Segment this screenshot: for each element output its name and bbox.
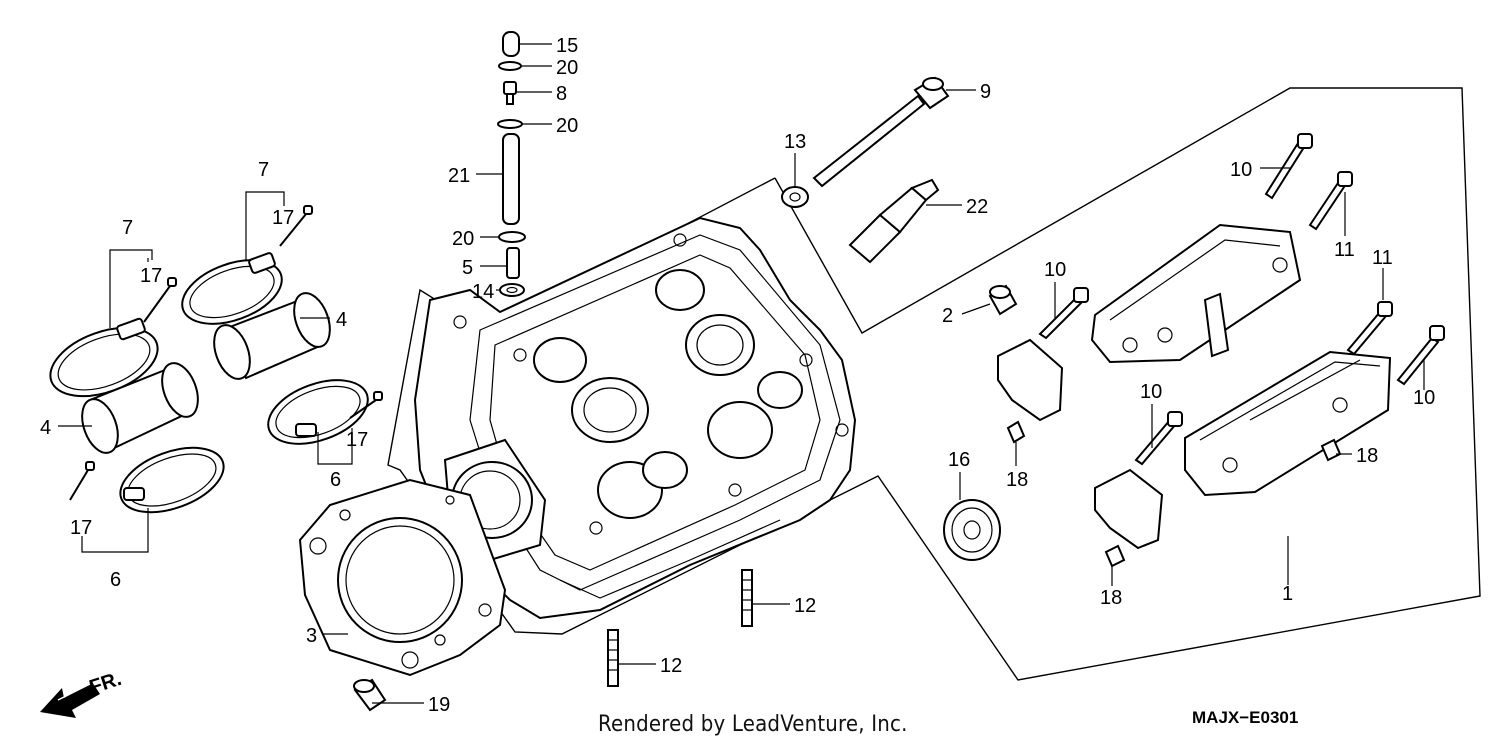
dowel-2 bbox=[988, 284, 1018, 316]
bolt-10c bbox=[1396, 325, 1445, 386]
callout-10: 10 bbox=[1044, 259, 1066, 281]
callout-13: 13 bbox=[784, 131, 806, 153]
hose-clamp-6b bbox=[267, 379, 369, 445]
callout-11: 11 bbox=[1334, 239, 1355, 261]
washer-13 bbox=[781, 186, 809, 208]
callout-2: 2 bbox=[942, 305, 953, 327]
front-marker-label: FR. bbox=[87, 668, 124, 699]
bolt-10b bbox=[1038, 287, 1089, 340]
cylinder-head-assembly-outline bbox=[387, 87, 1481, 681]
callout-3: 3 bbox=[306, 625, 317, 647]
bolt-8 bbox=[503, 81, 517, 105]
callout-7: 7 bbox=[122, 217, 133, 239]
callout-labels: 15 20 8 20 21 20 5 14 9 13 22 10 11 10 2… bbox=[40, 35, 1435, 716]
bolt-9 bbox=[812, 76, 950, 188]
camshaft-holder-lower bbox=[1184, 350, 1392, 497]
callout-10: 10 bbox=[1140, 381, 1162, 403]
hose-clamp-7b bbox=[181, 252, 283, 325]
callout-5: 5 bbox=[462, 257, 473, 279]
callout-14: 14 bbox=[472, 281, 494, 303]
callout-10: 10 bbox=[1230, 159, 1252, 181]
callout-18: 18 bbox=[1356, 445, 1378, 467]
washer-14 bbox=[499, 283, 525, 297]
callout-22: 22 bbox=[966, 196, 988, 218]
callout-12: 12 bbox=[660, 655, 682, 677]
render-credit: Rendered by LeadVenture, Inc. bbox=[598, 712, 908, 737]
callout-21: 21 bbox=[448, 165, 470, 187]
dowel-pin-19 bbox=[353, 678, 387, 712]
callout-20: 20 bbox=[556, 57, 578, 79]
callout-11: 11 bbox=[1372, 247, 1393, 269]
callout-20: 20 bbox=[452, 228, 474, 250]
diagram-code: MAJX−E0301 bbox=[1192, 708, 1299, 727]
front-direction-arrow: FR. bbox=[40, 668, 124, 718]
callout-17: 17 bbox=[70, 517, 92, 539]
dowel-pin-18c bbox=[1104, 544, 1126, 568]
callout-19: 19 bbox=[428, 694, 450, 716]
callout-8: 8 bbox=[556, 83, 567, 105]
stud-bolt-12b bbox=[607, 629, 619, 687]
callout-6: 6 bbox=[110, 569, 121, 591]
holder-cap-left bbox=[997, 338, 1064, 422]
callout-10: 10 bbox=[1413, 387, 1435, 409]
callout-1: 1 bbox=[1282, 583, 1293, 605]
callout-4: 4 bbox=[40, 417, 51, 439]
o-ring-20b bbox=[497, 119, 523, 129]
leader-lines bbox=[58, 43, 1425, 704]
callout-20: 20 bbox=[556, 115, 578, 137]
callout-17: 17 bbox=[140, 265, 162, 287]
cap-15 bbox=[502, 31, 520, 57]
callout-12: 12 bbox=[794, 595, 816, 617]
screw-17b bbox=[69, 461, 95, 501]
camshaft-holder-upper bbox=[1090, 223, 1302, 364]
head-gasket bbox=[298, 478, 507, 677]
screw-17c bbox=[279, 205, 313, 247]
callout-16: 16 bbox=[948, 449, 970, 471]
callout-17: 17 bbox=[272, 207, 294, 229]
holder-cap-lower bbox=[1094, 468, 1164, 550]
spark-plug-22 bbox=[848, 178, 940, 264]
o-ring-20c bbox=[498, 231, 526, 243]
callout-6: 6 bbox=[330, 469, 341, 491]
bolt-11a bbox=[1308, 171, 1353, 231]
pipe-21 bbox=[502, 133, 520, 225]
screw-17a bbox=[143, 277, 177, 323]
callout-18: 18 bbox=[1100, 587, 1122, 609]
joint-5 bbox=[506, 247, 520, 279]
screw-17d bbox=[349, 391, 383, 419]
callout-9: 9 bbox=[980, 81, 991, 103]
callout-7: 7 bbox=[258, 159, 269, 181]
callout-4: 4 bbox=[336, 309, 347, 331]
callout-18: 18 bbox=[1006, 469, 1028, 491]
bolt-11b bbox=[1346, 301, 1393, 356]
insulator-4b bbox=[213, 292, 331, 380]
insulator-4a bbox=[81, 362, 199, 454]
bolt-10a bbox=[1264, 133, 1313, 200]
bearing-16 bbox=[943, 499, 1001, 561]
callout-15: 15 bbox=[556, 35, 578, 57]
hose-clamp-6a bbox=[119, 446, 225, 514]
dowel-pin-18a bbox=[1006, 420, 1026, 444]
stud-bolt-12a bbox=[741, 569, 753, 627]
o-ring-20a bbox=[498, 61, 522, 71]
bolt-10d bbox=[1134, 411, 1183, 466]
callout-17: 17 bbox=[346, 429, 368, 451]
